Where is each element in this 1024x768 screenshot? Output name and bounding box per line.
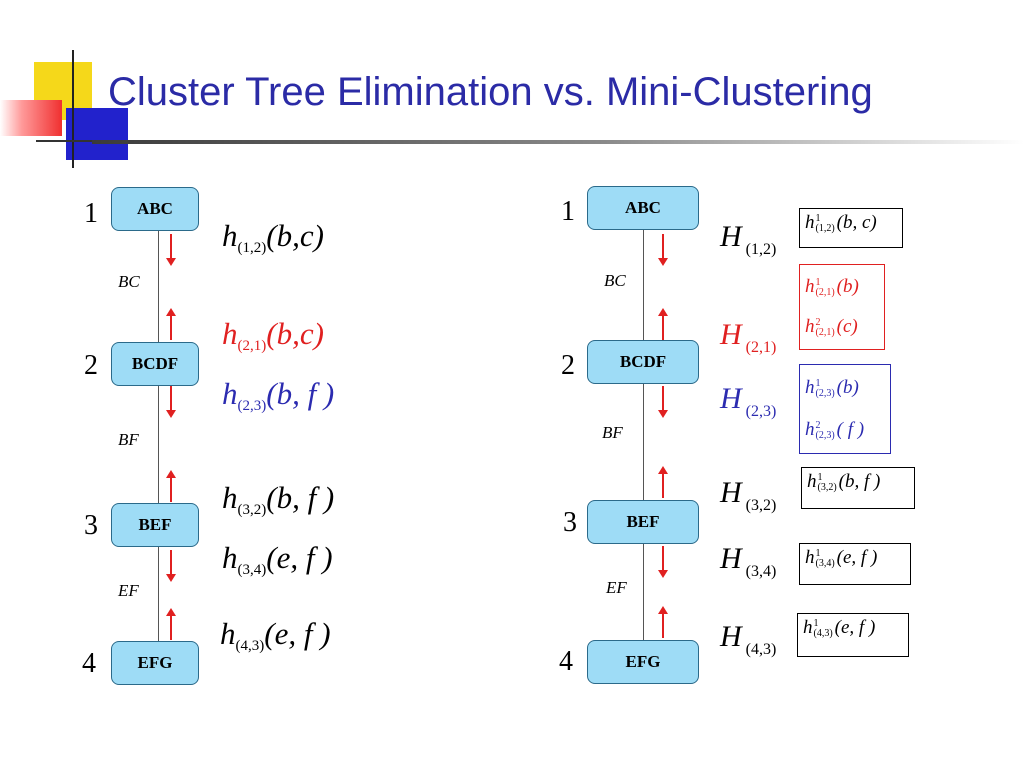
separator-label: EF [606, 578, 627, 597]
node-efg: EFG [587, 640, 699, 684]
node-number: 2 [84, 350, 98, 381]
title-underline [92, 140, 1024, 144]
node-number: 2 [561, 350, 575, 381]
separator-label: BC [604, 271, 626, 290]
node-number: 3 [84, 510, 98, 541]
logo-square-red [0, 100, 62, 136]
message-h-3-2: h(3,2)(b, f ) [222, 480, 335, 518]
logo-vertical-line [72, 50, 74, 168]
separator-label: EF [118, 581, 139, 600]
page-title: Cluster Tree Elimination vs. Mini-Cluste… [108, 70, 873, 114]
arrow-up-icon [658, 466, 668, 498]
node-bcdf: BCDF [111, 342, 199, 386]
message-h-2-3: h(2,3)(b, f ) [222, 376, 335, 414]
logo-square-blue [66, 108, 128, 160]
node-number: 4 [559, 646, 573, 677]
arrow-down-icon [166, 234, 176, 266]
message-h-4-3: h(4,3)(e, f ) [220, 616, 331, 654]
node-number: 1 [561, 196, 575, 227]
arrow-up-icon [658, 606, 668, 638]
logo-horizontal-line [36, 140, 136, 142]
message-H-3-2: H(3,2) [720, 476, 777, 514]
message-H-4-3: H(4,3) [720, 620, 777, 658]
node-number: 4 [82, 648, 96, 679]
node-efg: EFG [111, 641, 199, 685]
arrow-down-icon [658, 546, 668, 578]
node-bcdf: BCDF [587, 340, 699, 384]
node-bef: BEF [587, 500, 699, 544]
message-H-2-3: H(2,3) [720, 382, 777, 420]
arrow-up-icon [166, 470, 176, 502]
message-h-1-2: h(1,2)(b,c) [222, 218, 324, 256]
message-H-1-2: H(1,2) [720, 220, 777, 258]
message-H-3-4: H(3,4) [720, 542, 777, 580]
separator-label: BF [602, 423, 623, 442]
node-bef: BEF [111, 503, 199, 547]
arrow-up-icon [166, 608, 176, 640]
node-abc: ABC [587, 186, 699, 230]
separator-label: BC [118, 272, 140, 291]
arrow-down-icon [658, 234, 668, 266]
node-number: 3 [563, 507, 577, 538]
tree-edge-line [643, 208, 644, 668]
separator-label: BF [118, 430, 139, 449]
message-h-3-4: h(3,4)(e, f ) [222, 540, 333, 578]
tree-edge-line [158, 208, 159, 668]
arrow-up-icon [658, 308, 668, 340]
node-number: 1 [84, 198, 98, 229]
node-abc: ABC [111, 187, 199, 231]
message-h-2-1: h(2,1)(b,c) [222, 316, 324, 354]
arrow-down-icon [166, 386, 176, 418]
arrow-down-icon [166, 550, 176, 582]
arrow-down-icon [658, 386, 668, 418]
arrow-up-icon [166, 308, 176, 340]
message-H-2-1: H(2,1) [720, 318, 777, 356]
